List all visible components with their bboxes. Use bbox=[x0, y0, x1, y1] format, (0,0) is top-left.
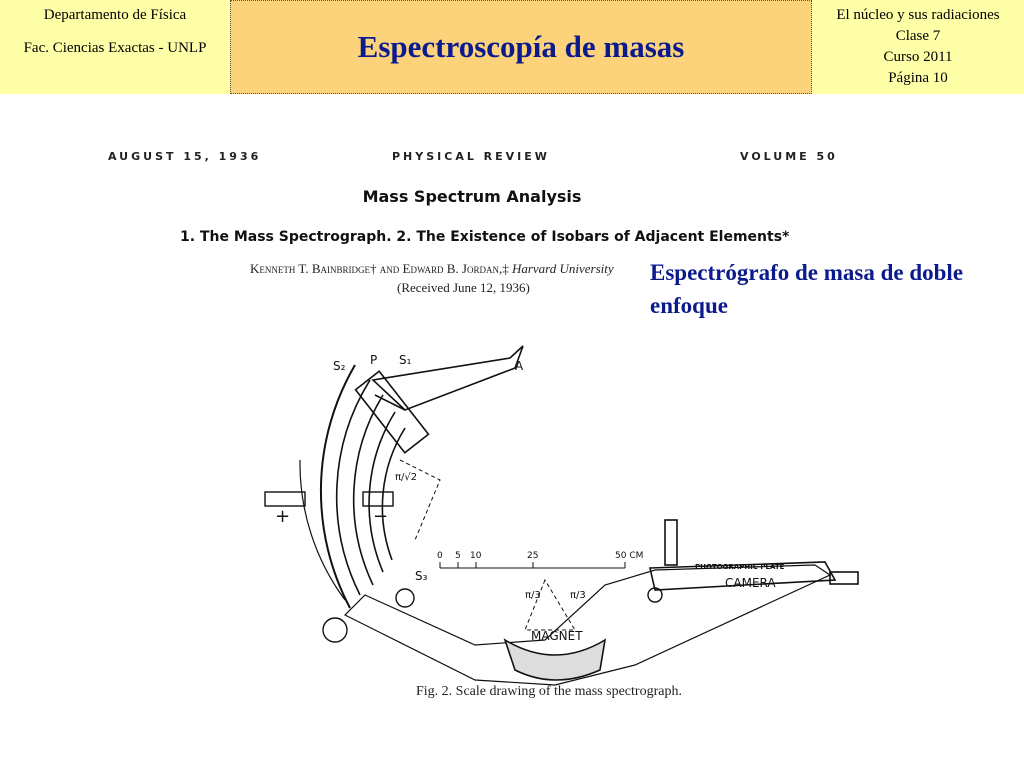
label-minus: − bbox=[373, 506, 388, 527]
author-affiliation: Harvard University bbox=[511, 261, 614, 276]
class-label: Clase 7 bbox=[895, 28, 941, 44]
paper-scan: AUGUST 15, 1936 PHYSICAL REVIEW VOLUME 5… bbox=[0, 94, 1024, 768]
article-title: Mass Spectrum Analysis bbox=[362, 187, 582, 206]
label-a: A bbox=[515, 359, 524, 373]
label-s1: S₁ bbox=[399, 353, 412, 367]
author-names: Kenneth T. Bainbridge† and Edward B. Jor… bbox=[250, 261, 509, 276]
article-volume: VOLUME 50 bbox=[740, 150, 838, 163]
header-left-panel: Departamento de Física Fac. Ciencias Exa… bbox=[0, 0, 230, 94]
scale-bar bbox=[439, 562, 626, 569]
angle-markers bbox=[399, 459, 576, 631]
article-date: AUGUST 15, 1936 bbox=[108, 150, 262, 163]
mass-spectrograph-diagram: S₂ P S₁ A + − S₃ π/√2 π/3 π/3 0 5 10 25 … bbox=[264, 345, 859, 686]
ion-source-tube bbox=[371, 345, 524, 411]
knob-fittings bbox=[264, 491, 663, 643]
slide-title: Espectroscopía de masas bbox=[357, 29, 685, 64]
department-label: Departamento de Física bbox=[43, 7, 187, 23]
figure-caption: Fig. 2. Scale drawing of the mass spectr… bbox=[416, 684, 682, 699]
faculty-label: Fac. Ciencias Exactas - UNLP bbox=[23, 39, 207, 56]
label-camera: CAMERA bbox=[725, 576, 776, 590]
magnet-outline bbox=[299, 459, 832, 686]
scale-label-10: 10 bbox=[470, 551, 482, 561]
label-p: P bbox=[370, 353, 377, 367]
course-name-label: El núcleo y sus radiaciones bbox=[836, 7, 1000, 23]
electrostatic-analyzer bbox=[319, 364, 406, 609]
label-s3: S₃ bbox=[415, 569, 428, 583]
page-number-label: Página 10 bbox=[888, 70, 948, 86]
label-pi-3b: π/3 bbox=[570, 590, 586, 601]
magnet-body bbox=[503, 638, 607, 681]
article-subtitle: 1. The Mass Spectrograph. 2. The Existen… bbox=[180, 229, 790, 245]
label-pi-3a: π/3 bbox=[525, 590, 541, 601]
article-journal: PHYSICAL REVIEW bbox=[392, 150, 550, 163]
header-title-panel: Espectroscopía de masas bbox=[230, 0, 812, 94]
year-label: Curso 2011 bbox=[883, 49, 953, 65]
scale-label-25: 25 bbox=[527, 551, 538, 561]
article-authors: Kenneth T. Bainbridge† and Edward B. Jor… bbox=[250, 261, 614, 277]
header-right-panel: El núcleo y sus radiaciones Clase 7 Curs… bbox=[812, 0, 1024, 94]
scale-label-0: 0 bbox=[437, 551, 443, 561]
label-pi-sqrt2: π/√2 bbox=[395, 472, 417, 483]
label-magnet: MAGNET bbox=[531, 629, 583, 643]
camera-body bbox=[649, 519, 859, 591]
callout-text: Espectrógrafo de masa de doble enfoque bbox=[650, 260, 964, 318]
scale-label-50: 50 CM bbox=[615, 551, 643, 561]
article-received: (Received June 12, 1936) bbox=[397, 280, 530, 295]
label-s2: S₂ bbox=[333, 359, 346, 373]
slit-housing bbox=[354, 370, 430, 454]
label-photographic-plate: PHOTOGRAPHIC PLATE bbox=[695, 563, 785, 571]
scale-label-5: 5 bbox=[455, 551, 461, 561]
label-plus: + bbox=[275, 506, 290, 527]
